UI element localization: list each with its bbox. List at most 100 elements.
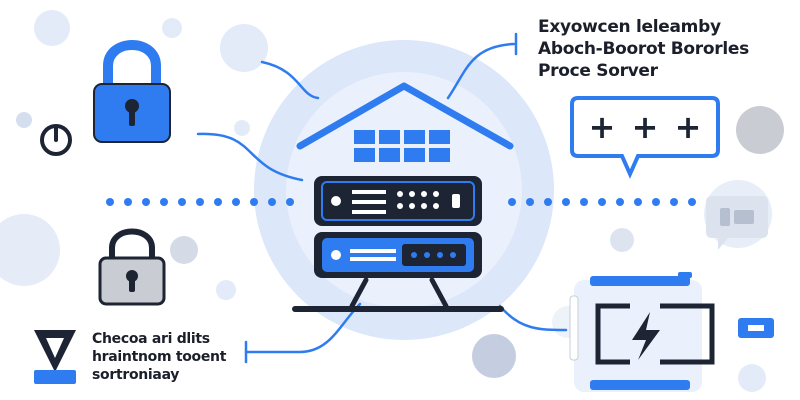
bg-circle <box>472 334 516 378</box>
port-dot <box>450 252 456 258</box>
bg-circle <box>610 228 634 252</box>
connection-dot <box>616 198 624 206</box>
caption-line: hraintnom tooent <box>92 349 227 365</box>
server-port-dots <box>397 191 439 209</box>
battery-terminal-slot <box>748 325 764 331</box>
speech-symbol: + <box>589 108 616 146</box>
server-port-dots <box>411 252 456 258</box>
connection-dot <box>196 198 204 206</box>
lock-keyhole <box>125 99 139 113</box>
caption-line: Proce Sorver <box>538 61 658 81</box>
v-logo-base <box>34 370 76 384</box>
plus-speech-bubble-icon: + + + <box>570 96 720 179</box>
bg-circle <box>0 214 60 286</box>
server-unit-top-face <box>321 181 475 221</box>
connection-dot <box>106 198 114 206</box>
caption-line: Checoa ari dlits <box>92 331 210 347</box>
battery-side-strip <box>569 295 579 361</box>
window-pane <box>429 130 450 144</box>
bg-circle <box>220 24 268 72</box>
port-dot <box>437 252 443 258</box>
connector-top-left <box>260 60 320 100</box>
server-bar <box>352 200 386 204</box>
connection-dot <box>670 198 678 206</box>
battery-frame <box>660 303 715 365</box>
server-base <box>292 306 504 312</box>
speech-bubble-outline <box>570 96 720 179</box>
bg-circle <box>162 18 182 38</box>
lock-keyhole-slot <box>129 108 135 126</box>
port-dot <box>397 191 403 197</box>
port-dot <box>433 203 439 209</box>
connector-lock-left <box>196 132 304 182</box>
server-display <box>402 244 466 266</box>
bolt-icon <box>632 312 660 360</box>
bg-circle <box>738 364 766 392</box>
connection-dot <box>268 198 276 206</box>
window-pane <box>379 148 400 162</box>
server-led <box>331 250 341 260</box>
bg-circle <box>736 106 784 154</box>
battery-frame <box>595 303 630 365</box>
connection-dot <box>562 198 570 206</box>
lock-shackle <box>103 40 161 86</box>
connection-dot <box>178 198 186 206</box>
server-bar <box>352 190 386 194</box>
bg-circle <box>16 112 32 128</box>
bg-circle <box>34 10 70 46</box>
chat-bubble-detail <box>720 208 730 226</box>
chat-bubble-icon <box>706 196 768 250</box>
connection-dot <box>250 198 258 206</box>
server-bar <box>350 257 396 261</box>
lock-keyhole-slot <box>129 278 135 292</box>
bg-circle <box>234 120 250 136</box>
v-logo-inner <box>46 338 64 358</box>
connector-bottom-right <box>498 304 568 332</box>
battery-bottom-bar <box>590 380 690 390</box>
bg-circle <box>216 280 236 300</box>
port-dot <box>397 203 403 209</box>
connection-dot <box>580 198 588 206</box>
battery-charging-icon <box>569 272 774 392</box>
server-led <box>331 196 341 206</box>
port-dot <box>409 191 415 197</box>
battery-top-bar <box>590 276 690 286</box>
server-stand <box>349 277 449 309</box>
lock-keyhole <box>126 270 138 282</box>
speech-symbol: + <box>632 108 659 146</box>
connection-dot <box>544 198 552 206</box>
server-bar <box>352 210 386 214</box>
port-dot <box>409 203 415 209</box>
server-bar <box>350 249 396 253</box>
house-server-icon <box>292 82 514 312</box>
window-pane <box>379 130 400 144</box>
chat-bubble-detail <box>734 210 754 224</box>
battery-indicator <box>678 272 692 278</box>
house-roof <box>296 82 514 150</box>
connection-dot <box>652 198 660 206</box>
connection-dot <box>214 198 222 206</box>
caption-line: Exyowcen leleamby <box>538 17 721 37</box>
v-logo-icon <box>34 330 76 384</box>
server-status-light <box>452 194 460 208</box>
port-dot <box>411 252 417 258</box>
lock-icon <box>93 40 171 143</box>
power-icon <box>40 124 72 156</box>
window-pane <box>354 148 375 162</box>
caption-line: Aboch-Boorot Bororles <box>538 39 749 59</box>
caption-top-right: Exyowcen leleamby Aboch-Boorot Bororles … <box>538 16 749 82</box>
lock-shackle <box>109 228 155 262</box>
connection-dot <box>160 198 168 206</box>
connection-dot <box>232 198 240 206</box>
connection-dot <box>688 198 696 206</box>
connection-dot <box>508 198 516 206</box>
port-dot <box>433 191 439 197</box>
connection-dot <box>634 198 642 206</box>
dotted-connection-line <box>106 198 696 206</box>
connection-dot <box>286 198 294 206</box>
window-pane <box>404 130 425 144</box>
connector-lines <box>196 32 568 364</box>
connection-dot <box>142 198 150 206</box>
caption-line: sortroniaay <box>92 367 180 383</box>
house-window-grid <box>354 130 450 162</box>
